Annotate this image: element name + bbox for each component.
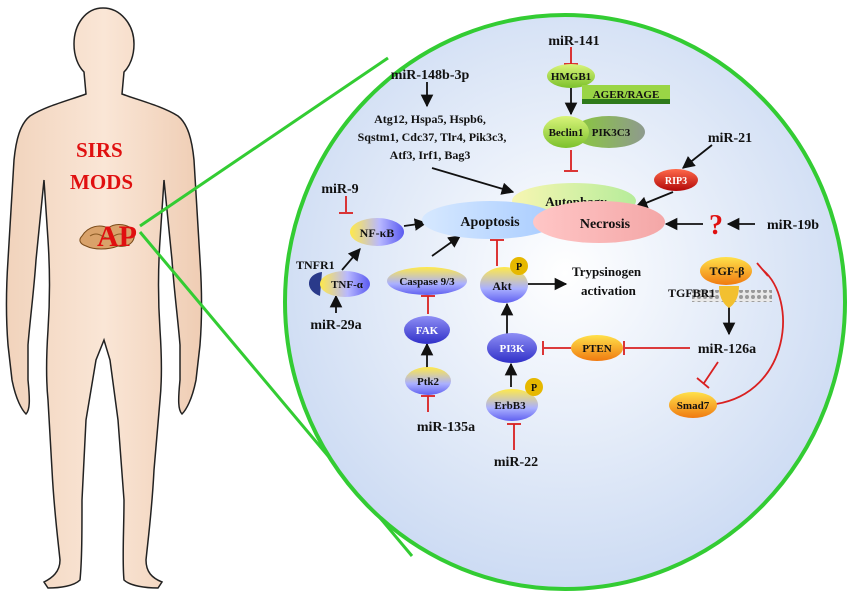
fak-node	[404, 316, 450, 344]
pathway-zoom-circle	[283, 13, 847, 591]
pten-label: PTEN	[582, 343, 611, 355]
smad7-label: Smad7	[677, 400, 710, 412]
tgfb-node	[700, 257, 752, 285]
human-body-silhouette	[5, 7, 203, 589]
mir19b-label: miR-19b	[767, 218, 819, 233]
akt-label: Akt	[492, 279, 511, 293]
beclin1-label: Beclin1	[549, 127, 584, 139]
pik3c3-node	[573, 116, 645, 148]
erbb3-label: ErbB3	[494, 400, 526, 412]
mir21-label: miR-21	[708, 131, 752, 146]
mir22-label: miR-22	[494, 455, 538, 470]
erbb3-phospho-badge	[525, 378, 543, 396]
mir9-label: miR-9	[321, 182, 358, 197]
erbb3-node	[486, 389, 538, 421]
tnfr1-receptor-node	[308, 272, 322, 296]
rip3-node	[654, 169, 698, 191]
pathway-connectors	[329, 47, 784, 450]
pik3c3-label: PIK3C3	[592, 127, 631, 139]
mods-label: MODS	[70, 170, 133, 194]
ptk2-node	[405, 367, 451, 395]
necrosis-label: Necrosis	[580, 217, 631, 232]
mir29a-label: miR-29a	[310, 318, 361, 333]
tnfr1-label: TNFR1	[296, 258, 335, 272]
smad7-node	[669, 392, 717, 418]
caspase-label: Caspase 9/3	[399, 276, 455, 288]
tgfbr1-label: TGFBR1	[668, 286, 715, 300]
akt-phospho-badge	[510, 257, 528, 275]
apoptosis-node	[422, 201, 558, 239]
hmgb1-node	[547, 64, 595, 88]
akt-phospho-label: P	[516, 262, 522, 273]
pi3k-node	[487, 333, 537, 363]
hmgb1-label: HMGB1	[551, 71, 591, 83]
beclin1-node	[543, 116, 589, 148]
target-genes-line1: Atg12, Hspa5, Hspb6,	[374, 112, 486, 126]
activation-label: activation	[581, 283, 637, 298]
pi3k-label: PI3K	[499, 343, 525, 355]
target-genes-line2: Sqstm1, Cdc37, Tlr4, Pik3c3,	[358, 130, 507, 144]
tgfbr1-receptor-node	[719, 286, 739, 308]
ager-rage-label: AGER/RAGE	[593, 89, 660, 101]
nfkb-label: NF-κB	[360, 226, 395, 240]
ap-label: AP	[97, 220, 137, 253]
ager-rage-node	[582, 85, 670, 103]
tgfb-label: TGF-β	[710, 264, 745, 278]
tnfa-label: TNF-α	[331, 279, 364, 291]
caspase-node	[387, 267, 467, 295]
rip3-label: RIP3	[665, 176, 687, 187]
ager-rage-membrane	[582, 99, 670, 104]
pancreas-organ-icon	[79, 224, 135, 250]
necrosis-node	[533, 201, 665, 243]
apoptosis-label: Apoptosis	[460, 215, 520, 230]
akt-node	[480, 267, 528, 303]
unknown-mediator-mark: ?	[709, 210, 723, 241]
fak-label: FAK	[416, 325, 439, 337]
tnfa-node	[320, 271, 370, 297]
sirs-label: SIRS	[76, 138, 123, 162]
pten-node	[571, 335, 623, 361]
erbb3-phospho-label: P	[531, 383, 537, 394]
ptk2-label: Ptk2	[417, 376, 440, 388]
target-genes-line3: Atf3, Irf1, Bag3	[390, 148, 471, 162]
nfkb-node	[350, 218, 404, 246]
mir135a-label: miR-135a	[417, 420, 475, 435]
trypsinogen-label: Trypsinogen	[572, 264, 642, 279]
mir126a-label: miR-126a	[698, 342, 756, 357]
mir148b-3p-label: miR-148b-3p	[391, 68, 470, 83]
mir141-label: miR-141	[548, 34, 599, 49]
